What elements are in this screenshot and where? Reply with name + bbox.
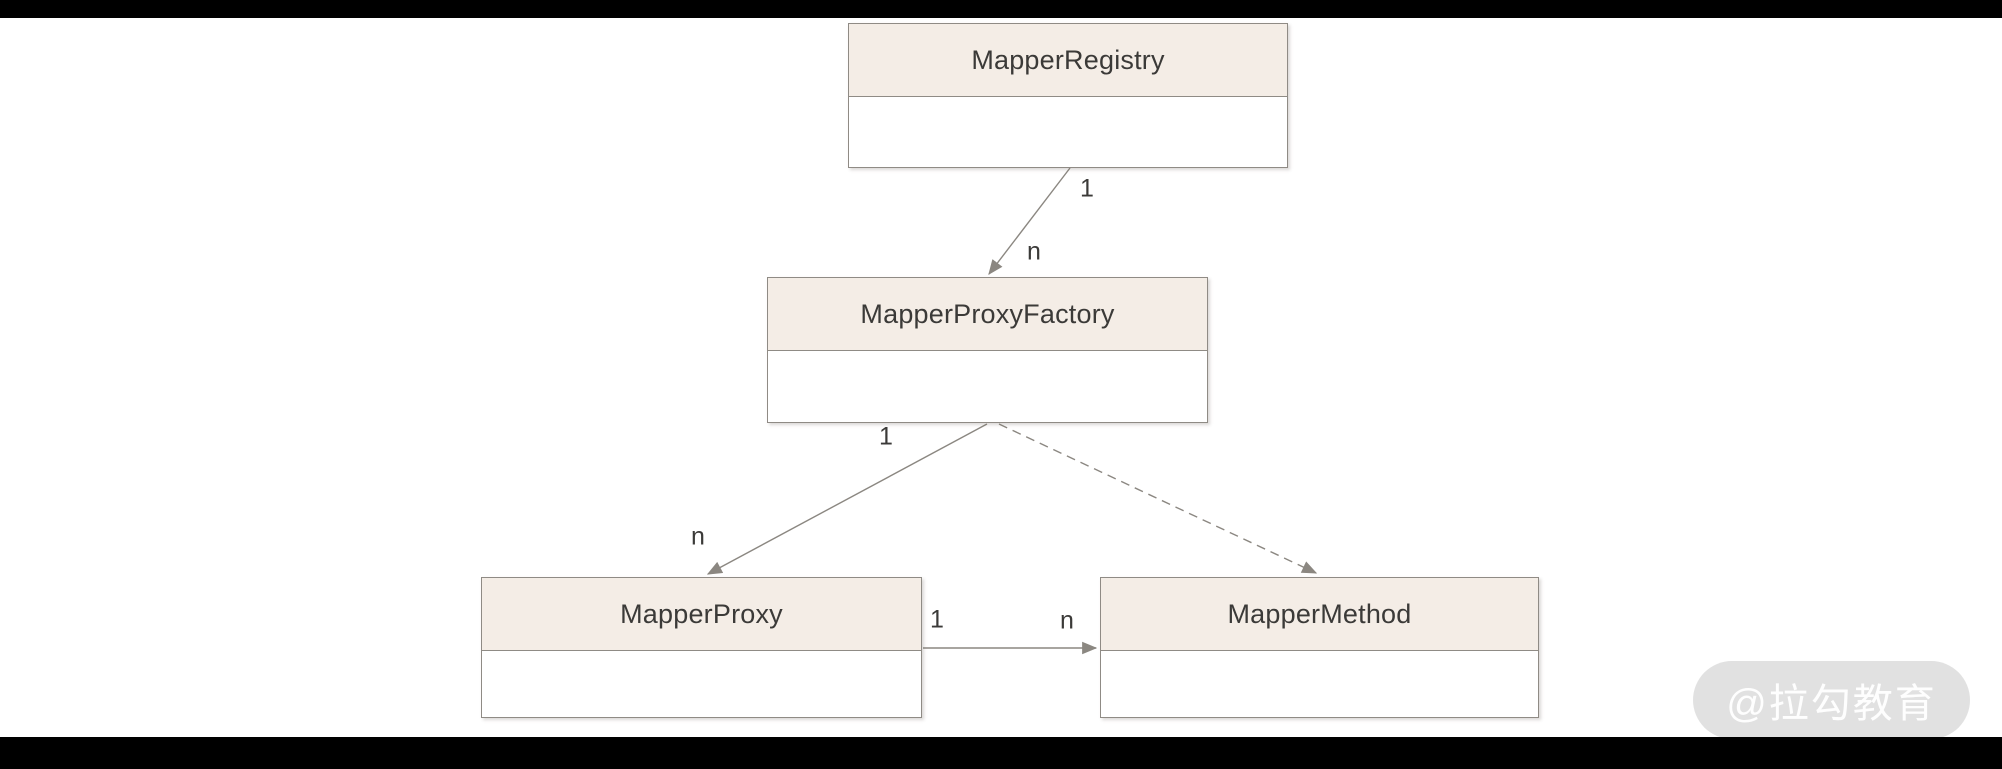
class-node-mapper-proxy-factory: MapperProxyFactory xyxy=(767,277,1208,423)
class-attributes-compartment xyxy=(1101,651,1538,717)
class-title: MapperProxyFactory xyxy=(860,298,1115,329)
class-header: MapperProxyFactory xyxy=(768,278,1207,351)
letterbox-top-bar xyxy=(0,0,2002,18)
class-title: MapperMethod xyxy=(1227,598,1412,629)
multiplicity-label-factory-side: 1 xyxy=(879,422,893,451)
class-attributes-compartment xyxy=(482,651,921,717)
class-node-mapper-registry: MapperRegistry xyxy=(848,23,1288,168)
class-title: MapperRegistry xyxy=(971,44,1165,75)
edge-factory-to-proxy xyxy=(706,423,988,575)
multiplicity-label-factory-side: n xyxy=(1027,237,1041,266)
edge-factory-to-method-dependency xyxy=(998,423,1318,574)
multiplicity-label-proxy-side: n xyxy=(691,522,705,551)
class-title: MapperProxy xyxy=(620,598,783,629)
watermark-badge: @拉勾教育 xyxy=(1693,661,1970,739)
multiplicity-label-method-side: n xyxy=(1060,606,1074,635)
class-header: MapperRegistry xyxy=(849,24,1287,97)
class-header: MapperProxy xyxy=(482,578,921,651)
watermark-text: @拉勾教育 xyxy=(1726,682,1937,726)
multiplicity-label-registry-side: 1 xyxy=(1080,174,1094,203)
multiplicity-label-proxy-side: 1 xyxy=(930,605,944,634)
class-node-mapper-method: MapperMethod xyxy=(1100,577,1539,718)
class-header: MapperMethod xyxy=(1101,578,1538,651)
class-attributes-compartment xyxy=(768,351,1207,422)
class-attributes-compartment xyxy=(849,97,1287,167)
letterbox-bottom-bar xyxy=(0,737,2002,769)
class-node-mapper-proxy: MapperProxy xyxy=(481,577,922,718)
